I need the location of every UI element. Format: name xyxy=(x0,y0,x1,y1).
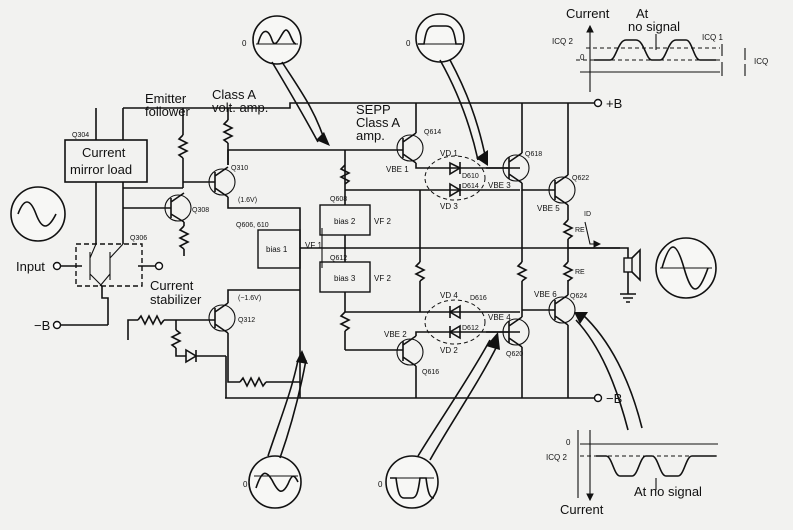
vf2a-label: VF 2 xyxy=(374,217,391,226)
bias1-label: bias 1 xyxy=(266,245,288,254)
d614-label: D614 xyxy=(462,183,479,190)
class-a-label-1: Class A xyxy=(212,87,256,102)
bias-network: bias 1 Q606, 610 VF 1 bias 2 Q608 VF 2 b… xyxy=(236,150,620,350)
output-sine-bubble xyxy=(655,237,717,299)
q612-label: Q612 xyxy=(330,255,347,262)
speaker xyxy=(568,247,641,303)
graph-top-no-signal: no signal xyxy=(628,19,680,34)
vbe2-label: VBE 2 xyxy=(384,330,407,339)
q306-label: Q306 xyxy=(130,235,147,242)
graph-bottom-title: Current xyxy=(560,502,604,517)
emitter-follower-label-1: Emitter xyxy=(145,91,187,106)
negative-rail: −B xyxy=(225,391,622,406)
positive-rail: +B xyxy=(123,96,622,111)
q614-label: Q614 xyxy=(424,129,441,136)
bubble-top-right: 0 xyxy=(406,13,488,166)
q622-label: Q622 xyxy=(572,175,589,182)
bubble-top-left: 0 xyxy=(242,15,330,146)
input-terminal: Input xyxy=(16,259,164,274)
bias2-label: bias 2 xyxy=(334,217,356,226)
vd2-label: VD 2 xyxy=(440,346,458,355)
q620-label: Q620 xyxy=(506,351,523,358)
graph-top-icq2: ICQ 2 xyxy=(552,37,573,46)
negative-rail-label: −B xyxy=(606,391,622,406)
input-sine-bubble xyxy=(10,186,66,242)
current-graph-top: Current At no signal ICQ 2 0 ICQ 1 ICQ xyxy=(552,6,768,92)
m16-label: (−1.6V) xyxy=(238,295,261,302)
bubble-bottom-right: 0 xyxy=(378,332,500,509)
vbe4-label: VBE 4 xyxy=(488,313,511,322)
bubble-zero-4: 0 xyxy=(378,480,383,489)
q608-label: Q608 xyxy=(330,196,347,203)
graph-top-icq1: ICQ 1 xyxy=(702,33,723,42)
sepp-label-2: Class A xyxy=(356,115,400,130)
vbe5-label: VBE 5 xyxy=(537,204,560,213)
negative-input-rail-label: −B xyxy=(34,318,50,333)
bubble-zero-3: 0 xyxy=(243,480,248,489)
d616-label: D616 xyxy=(470,295,487,302)
graph-bottom-icq2: ICQ 2 xyxy=(546,453,567,462)
current-graph-bottom: 0 ICQ 2 At no signal Current xyxy=(546,430,718,517)
bubble-bottom-left: 0 xyxy=(243,350,308,509)
id-label: ID xyxy=(584,211,591,218)
sepp-upper: Q614 VBE 1 D610 D614 VD 1 VD 3 Q618 VBE … xyxy=(345,103,602,312)
re2-label: RE xyxy=(575,269,585,276)
q310-label: Q310 xyxy=(231,165,248,172)
p16-label: (1.6V) xyxy=(238,197,257,204)
graph-top-zero: 0 xyxy=(580,53,585,62)
bubble-zero-1: 0 xyxy=(242,39,247,48)
input-label: Input xyxy=(16,259,45,274)
vd3-label: VD 3 xyxy=(440,202,458,211)
differential-pair: Q306 −B xyxy=(34,235,147,333)
sepp-label-3: amp. xyxy=(356,128,385,143)
d610-label: D610 xyxy=(462,173,479,180)
stabilizer-label-1: Current xyxy=(150,278,194,293)
q308-label: Q308 xyxy=(192,207,209,214)
stabilizer-label-2: stabilizer xyxy=(150,292,202,307)
vd1-label: VD 1 xyxy=(440,149,458,158)
class-a-voltage-stage: Q310 (1.6V) xyxy=(183,108,345,398)
vbe1-label: VBE 1 xyxy=(386,165,409,174)
mirror-label-1: Current xyxy=(82,145,126,160)
positive-rail-label: +B xyxy=(606,96,622,111)
vd4-label: VD 4 xyxy=(440,291,458,300)
vf1-label: VF 1 xyxy=(305,241,322,250)
graph-top-icq: ICQ xyxy=(754,57,768,66)
vf2b-label: VF 2 xyxy=(374,274,391,283)
mirror-label-2: mirror load xyxy=(70,162,132,177)
q304-label: Q304 xyxy=(72,132,89,139)
bubble-zero-2: 0 xyxy=(406,39,411,48)
class-a-label-2: volt. amp. xyxy=(212,100,268,115)
sepp-lower: Q616 VBE 2 D612 D616 VD 4 VD 2 Q620 VBE … xyxy=(345,248,587,398)
bias3-label: bias 3 xyxy=(334,274,356,283)
q624-label: Q624 xyxy=(570,293,587,300)
re1-label: RE xyxy=(575,227,585,234)
vbe3-label: VBE 3 xyxy=(488,181,511,190)
q312-label: Q312 xyxy=(238,317,255,324)
d612-label: D612 xyxy=(462,325,479,332)
q606-label: Q606, 610 xyxy=(236,222,269,229)
current-stabilizer: Q312 (−1.6V) xyxy=(127,289,300,398)
q618-label: Q618 xyxy=(525,151,542,158)
graph-bottom-no-signal: At no signal xyxy=(634,484,702,499)
emitter-follower-label-2: follower xyxy=(145,104,190,119)
current-mirror-load: Current mirror load Q304 xyxy=(64,108,148,244)
vbe6-label: VBE 6 xyxy=(534,290,557,299)
q616-label: Q616 xyxy=(422,369,439,376)
graph-pointer-arrow xyxy=(574,312,643,431)
graph-bottom-zero: 0 xyxy=(566,438,571,447)
emitter-follower-stage: Q308 xyxy=(123,108,209,256)
graph-top-title: Current xyxy=(566,6,610,21)
sepp-label-1: SEPP xyxy=(356,102,391,117)
graph-top-at: At xyxy=(636,6,649,21)
